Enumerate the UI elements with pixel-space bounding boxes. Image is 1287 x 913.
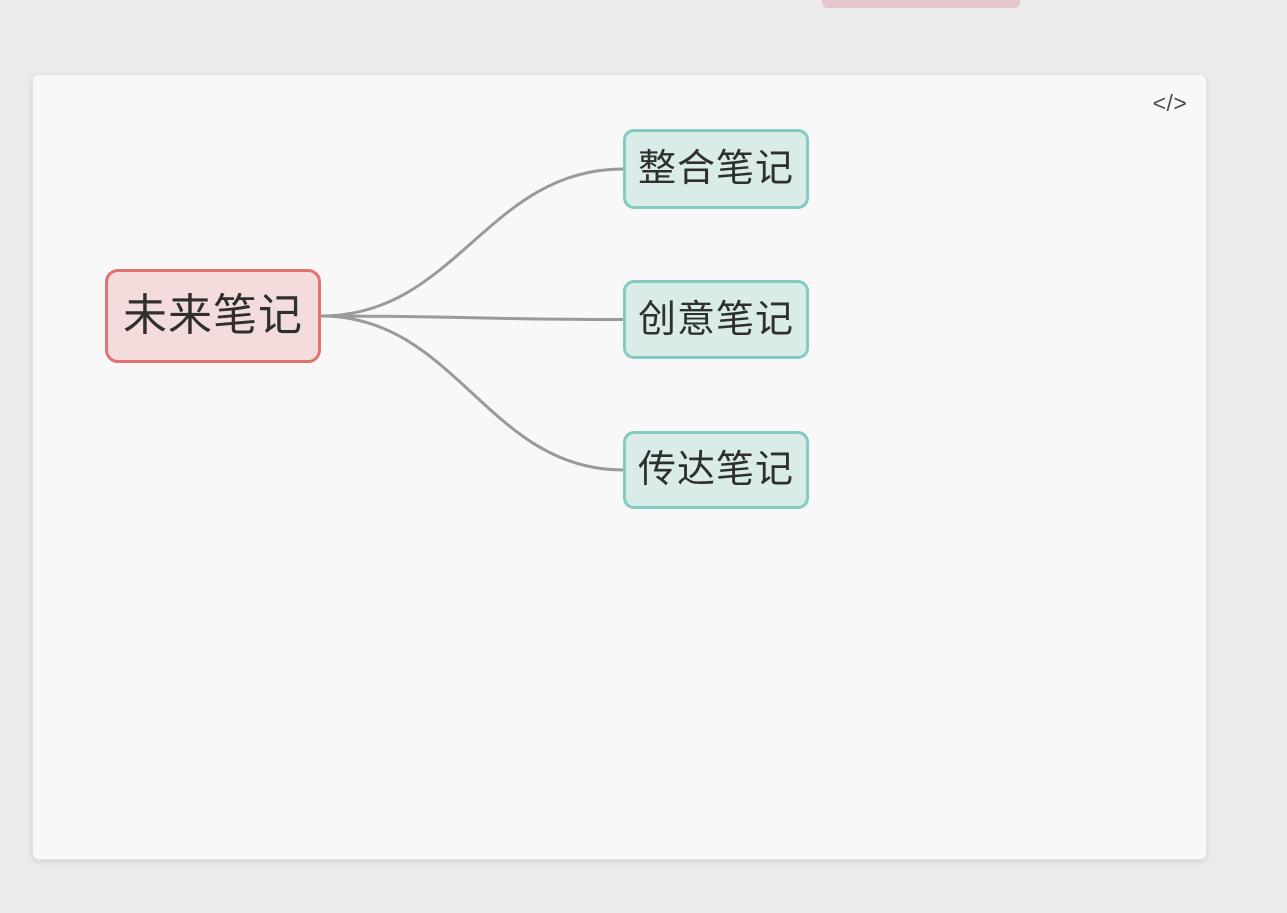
edge-layer: [319, 167, 625, 472]
mindmap-edge: [319, 167, 625, 318]
mindmap-branch-node-1[interactable]: 整合笔记: [623, 129, 809, 209]
code-icon[interactable]: </>: [1148, 83, 1192, 123]
mindmap-edge: [319, 314, 625, 472]
mindmap-branch-node-1-label: 整合笔记: [637, 148, 794, 190]
partially-visible-pink-node: [822, 0, 1020, 8]
mindmap-branch-node-3[interactable]: 传达笔记: [623, 431, 809, 509]
mindmap-branch-node-2-label: 创意笔记: [637, 298, 794, 341]
mindmap-root-node[interactable]: 未来笔记: [105, 269, 321, 363]
mindmap-branch-node-2[interactable]: 创意笔记: [623, 280, 809, 359]
mindmap-root-node-label: 未来笔记: [123, 291, 303, 340]
mindmap-edge: [319, 314, 625, 321]
mindmap-branch-node-3-label: 传达笔记: [637, 449, 794, 491]
mindmap-canvas[interactable]: 未来笔记 整合笔记 创意笔记 传达笔记: [33, 75, 1206, 859]
mindmap-card: 未来笔记 整合笔记 创意笔记 传达笔记 </>: [32, 74, 1207, 860]
